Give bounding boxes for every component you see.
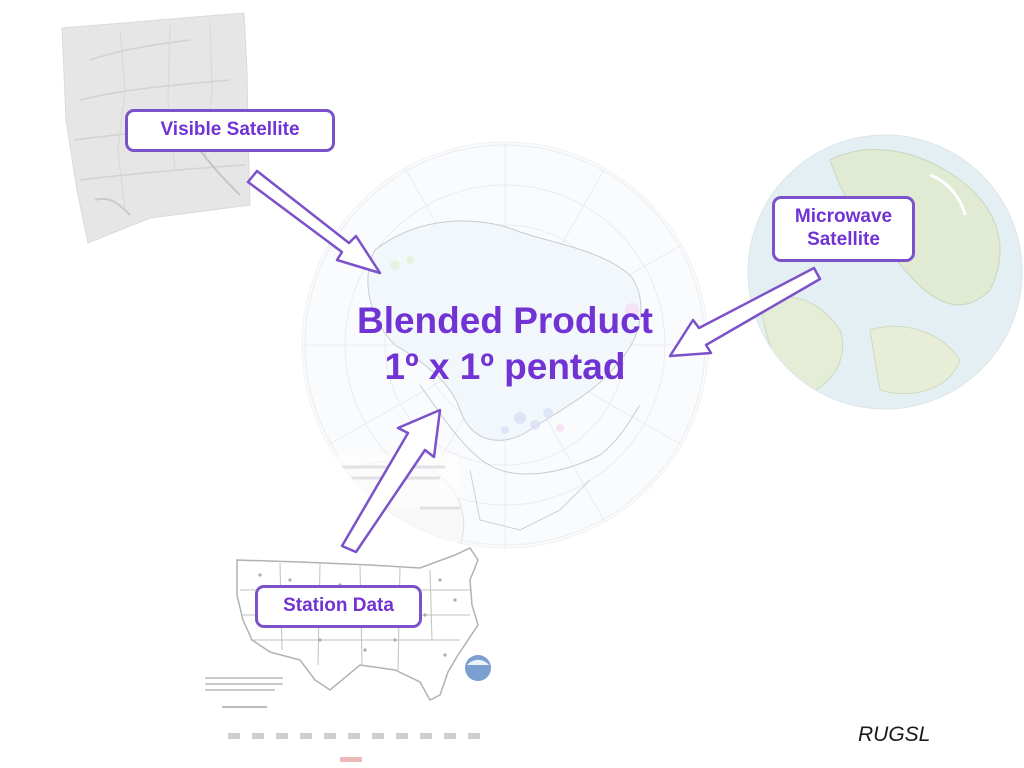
blended-product-line2: 1º x 1º pentad (384, 346, 626, 387)
credit-text: RUGSL (858, 723, 931, 746)
arrow-visible-to-blended (246, 169, 382, 275)
station-data-label: Station Data (255, 585, 422, 628)
station-data-text: Station Data (283, 595, 394, 617)
blended-product-line1: Blended Product (356, 300, 654, 341)
visible-satellite-label: Visible Satellite (125, 109, 335, 152)
visible-satellite-text: Visible Satellite (160, 119, 300, 141)
blended-product-title: Blended Product 1º x 1º pentad (300, 298, 710, 390)
microwave-satellite-line1: Microwave (794, 206, 893, 228)
arrow-microwave-to-blended (668, 266, 822, 358)
microwave-satellite-label: Microwave Satellite (772, 196, 915, 262)
microwave-satellite-line2: Satellite (807, 229, 880, 250)
noaa-logo (465, 655, 491, 681)
arrow-station-to-blended (340, 408, 442, 554)
